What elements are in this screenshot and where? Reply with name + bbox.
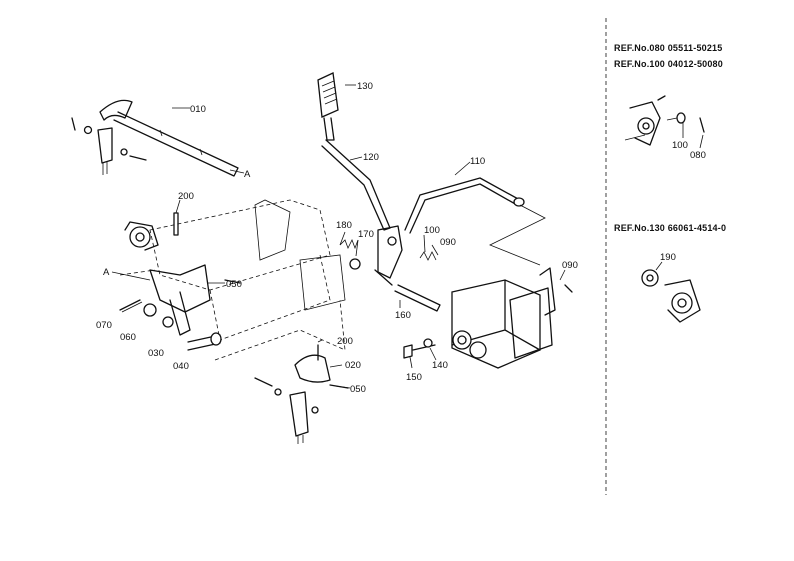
label-110: 110 <box>470 156 485 167</box>
rod-110 <box>404 177 546 266</box>
label-090-mid: 090 <box>440 237 456 248</box>
left-pivot-assembly <box>119 212 241 351</box>
label-120: 120 <box>363 152 379 163</box>
rod-160 <box>394 284 441 312</box>
label-040: 040 <box>173 361 189 372</box>
label-180: 180 <box>336 220 352 231</box>
label-200-upper: 200 <box>178 191 194 202</box>
label-010: 010 <box>190 104 206 115</box>
label-160: 160 <box>395 310 411 321</box>
ref-130: REF.No.130 66061-4514-0 <box>614 223 726 233</box>
pedal-shaft-010 <box>71 99 239 177</box>
leader-lines <box>111 84 566 389</box>
label-140: 140 <box>432 360 448 371</box>
chassis-frame <box>119 199 346 361</box>
lower-pedal-020 <box>254 344 349 444</box>
label-a-side: A <box>103 267 110 278</box>
label-100: 100 <box>424 225 440 236</box>
label-060: 060 <box>120 332 136 343</box>
label-150: 150 <box>406 372 422 383</box>
label-050-lower: 050 <box>350 384 366 395</box>
reference-notes: REF.No.080 05511-50215 REF.No.100 04012-… <box>614 43 726 263</box>
ref-100: REF.No.100 04012-50080 <box>614 59 723 69</box>
label-a-top: A <box>244 169 251 180</box>
label-170: 170 <box>358 229 374 240</box>
label-200-lower: 200 <box>337 336 353 347</box>
part-labels: 010 A 200 A 050 070 060 030 040 200 020 … <box>96 81 578 395</box>
label-030: 030 <box>148 348 164 359</box>
inset-label-190: 190 <box>660 252 676 263</box>
label-090-right: 090 <box>562 260 578 271</box>
inset-label-080: 080 <box>690 150 706 161</box>
hand-lever-120 <box>317 72 403 286</box>
springs <box>339 239 437 261</box>
valve-block <box>403 267 573 369</box>
inset-pivot-detail <box>641 261 701 323</box>
label-130: 130 <box>357 81 373 92</box>
ref-080: REF.No.080 05511-50215 <box>614 43 722 53</box>
label-050-upper: 050 <box>226 279 242 290</box>
inset-bracket-detail <box>624 95 705 149</box>
inset-label-100: 100 <box>672 140 688 151</box>
label-020: 020 <box>345 360 361 371</box>
label-070: 070 <box>96 320 112 331</box>
